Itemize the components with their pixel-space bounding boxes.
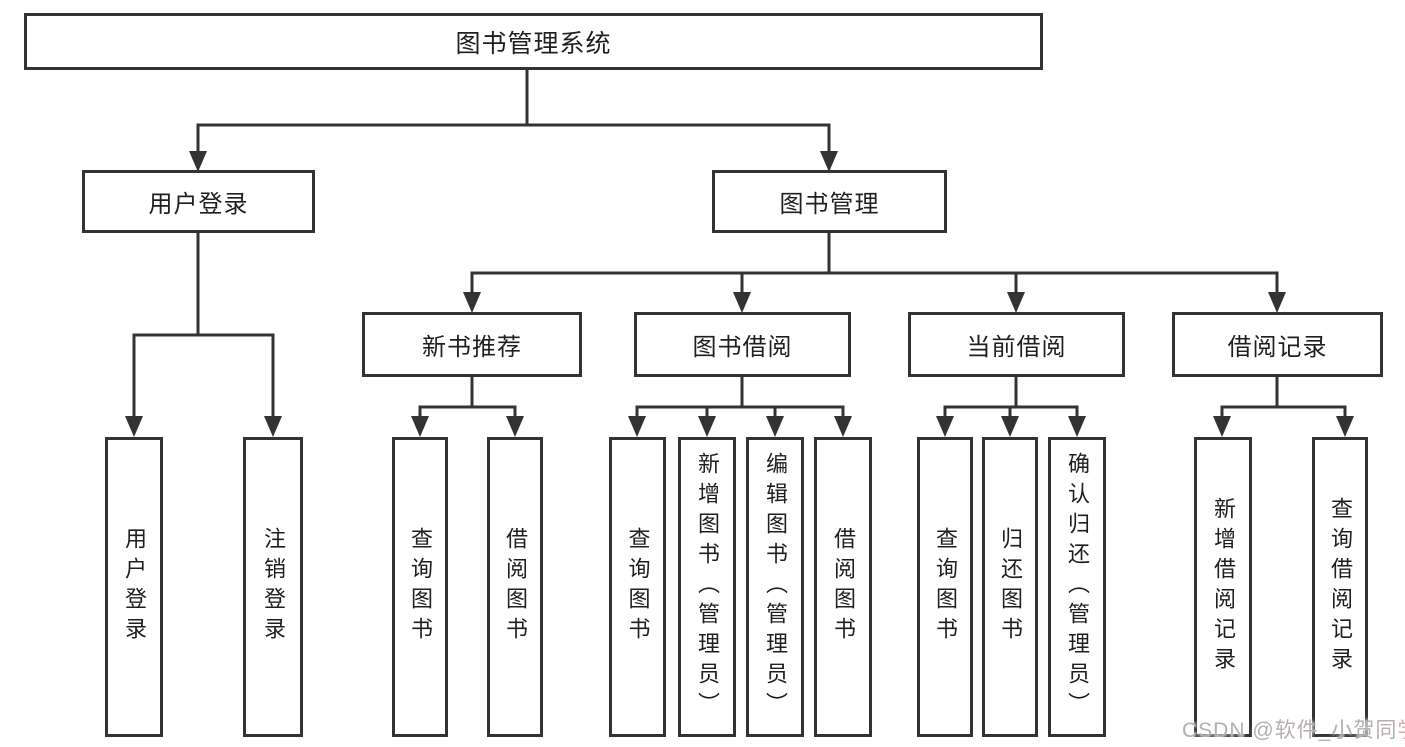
leaf-borrow-books-borrowing: 借阅图书 — [814, 437, 872, 737]
node-label: 用户登录 — [122, 527, 147, 647]
leaf-search-books-borrowing: 查询图书 — [609, 437, 666, 737]
node-label: 用户登录 — [148, 191, 249, 218]
leaf-search-books-recommend: 查询图书 — [392, 437, 448, 737]
node-label: 借阅图书 — [831, 527, 856, 647]
watermark: CSDN @软件_小贺同学 — [1182, 714, 1405, 744]
node-label: 编辑图书（管理员） — [763, 452, 788, 722]
node-borrowing-records: 借阅记录 — [1172, 312, 1383, 377]
node-label: 查询图书 — [408, 527, 433, 647]
node-label: 查询图书 — [625, 527, 651, 647]
node-label: 借阅图书 — [503, 527, 528, 647]
leaf-user-login: 用户登录 — [105, 437, 163, 737]
node-label: 新书推荐 — [422, 334, 522, 361]
leaf-search-books-current: 查询图书 — [917, 437, 973, 737]
node-label: 确认归还（管理员） — [1065, 452, 1090, 722]
node-label: 查询借阅记录 — [1328, 497, 1353, 677]
watermark-accent: 学 — [1397, 719, 1405, 742]
node-label: 新增图书（管理员） — [695, 452, 720, 722]
node-book-borrowing: 图书借阅 — [634, 312, 851, 377]
node-label: 当前借阅 — [966, 334, 1067, 361]
node-new-book-recommendation: 新书推荐 — [362, 312, 582, 377]
leaf-confirm-return-admin: 确认归还（管理员） — [1048, 437, 1106, 737]
watermark-text: CSDN @软件_小贺同 — [1182, 719, 1398, 742]
node-label: 图书管理系统 — [455, 29, 612, 58]
leaf-return-books: 归还图书 — [982, 437, 1038, 737]
node-label: 图书借阅 — [692, 334, 793, 361]
node-book-management: 图书管理 — [712, 170, 947, 233]
leaf-edit-books-admin: 编辑图书（管理员） — [746, 437, 804, 737]
node-label: 新增借阅记录 — [1211, 497, 1236, 677]
leaf-add-books-admin: 新增图书（管理员） — [678, 437, 736, 737]
leaf-borrow-books-recommend: 借阅图书 — [487, 437, 543, 737]
node-label: 借阅记录 — [1227, 334, 1328, 361]
node-root: 图书管理系统 — [24, 13, 1043, 70]
leaf-logout: 注销登录 — [243, 437, 303, 737]
node-label: 注销登录 — [261, 527, 286, 647]
node-current-borrowing: 当前借阅 — [908, 312, 1125, 377]
leaf-search-borrow-record: 查询借阅记录 — [1312, 437, 1368, 737]
node-user-login: 用户登录 — [82, 170, 315, 233]
node-label: 查询图书 — [933, 527, 958, 647]
node-label: 图书管理 — [779, 191, 880, 218]
leaf-add-borrow-record: 新增借阅记录 — [1194, 437, 1252, 737]
node-label: 归还图书 — [998, 527, 1023, 647]
